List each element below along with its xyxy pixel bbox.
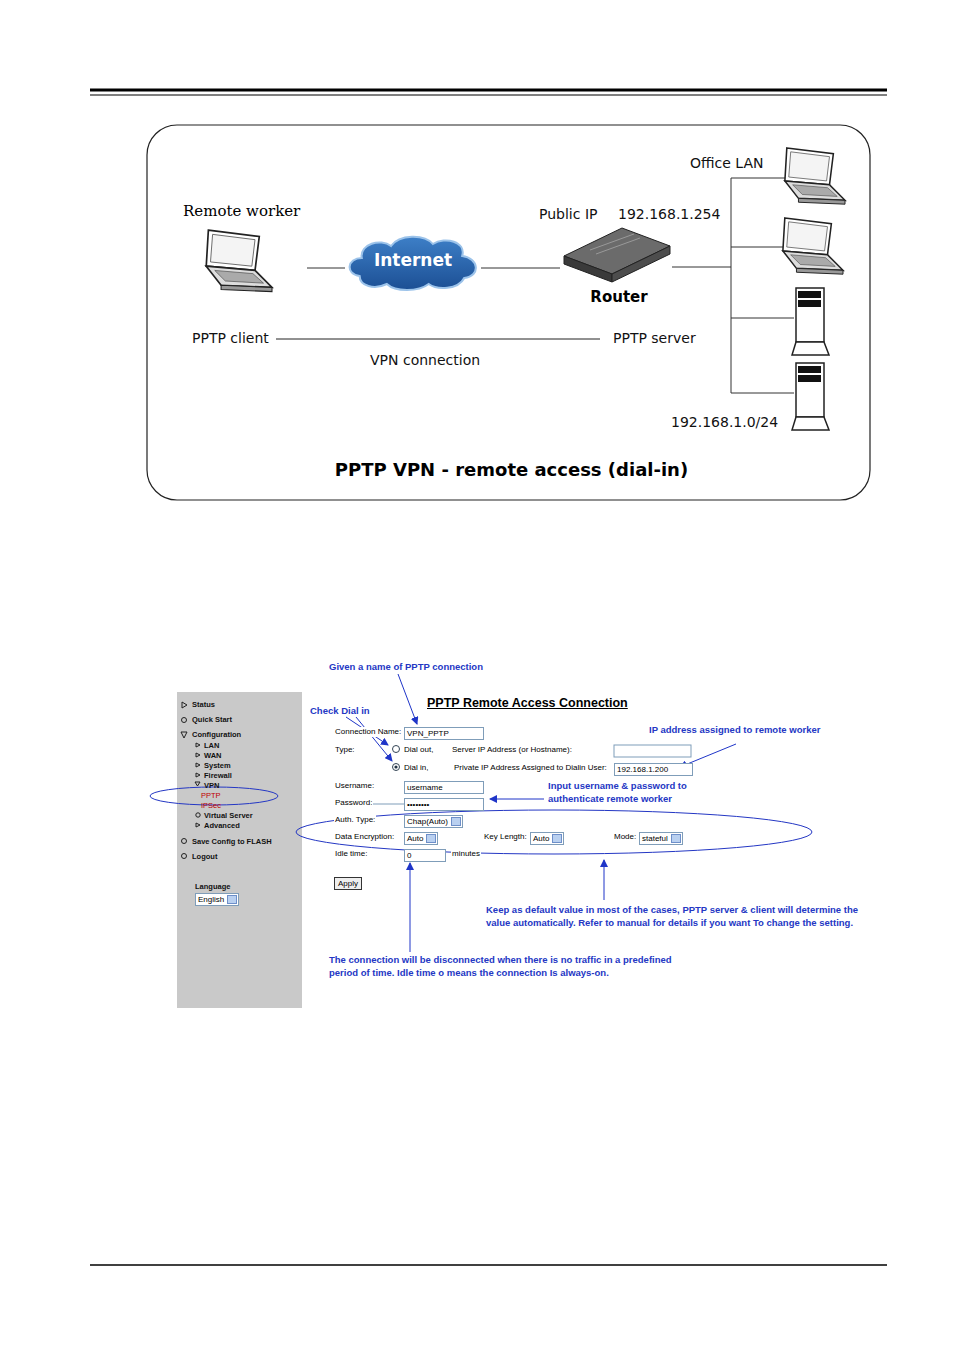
router-device: Router bbox=[560, 224, 678, 310]
annotation: Keep as default value in most of the cas… bbox=[486, 903, 878, 929]
field-label: Key Length: bbox=[483, 832, 528, 842]
annotation: Check Dial in bbox=[310, 704, 370, 717]
form-title: PPTP Remote Access Connection bbox=[427, 696, 628, 711]
text-input: 0 bbox=[404, 849, 446, 862]
node-text: Router bbox=[560, 288, 678, 306]
field-label: Auth. Type: bbox=[334, 815, 376, 825]
menu-item: Language bbox=[195, 882, 230, 891]
menu-item: Virtual Server bbox=[204, 811, 253, 820]
client-label: PPTP client bbox=[192, 330, 269, 347]
menu-item: Logout bbox=[192, 852, 217, 861]
ip-address: 192.168.1.254 bbox=[618, 206, 720, 223]
network-link bbox=[307, 268, 345, 269]
field-label: Private IP Address Assigned to Dialin Us… bbox=[453, 763, 608, 773]
menu-item: Firewall bbox=[204, 771, 232, 780]
network-link bbox=[481, 268, 560, 269]
node-text: Internet bbox=[345, 250, 481, 270]
field-label: Server IP Address (or Hostname): bbox=[451, 745, 573, 755]
subnet-label: 192.168.1.0/24 bbox=[671, 414, 778, 431]
menu-item: Status bbox=[192, 700, 215, 709]
field-label: Dial in, bbox=[403, 763, 429, 773]
menu-item: VPN bbox=[204, 781, 219, 790]
field-label: Dial out, bbox=[403, 745, 434, 755]
menu-item: IPSec bbox=[201, 801, 221, 810]
ip-label: Public IP bbox=[539, 206, 597, 223]
menu-item: Quick Start bbox=[192, 715, 232, 724]
menu-item: Save Config to FLASH bbox=[192, 837, 272, 846]
annotation: Given a name of PPTP connection bbox=[329, 660, 483, 673]
internet-cloud: Internet bbox=[345, 232, 481, 292]
menu-item: WAN bbox=[204, 751, 222, 760]
annotation: The connection will be disconnected when… bbox=[329, 953, 674, 979]
node-text: Remote worker bbox=[183, 202, 300, 220]
field-label: Password: bbox=[334, 798, 373, 808]
password-input: •••••••• bbox=[404, 798, 484, 811]
select: stateful bbox=[639, 832, 683, 845]
text-input: VPN_PPTP bbox=[404, 727, 484, 740]
field-label: Data Encryption: bbox=[334, 832, 395, 842]
select: Chap(Auto) bbox=[404, 815, 463, 828]
field-label: minutes bbox=[451, 849, 481, 859]
server-label: PPTP server bbox=[613, 330, 696, 347]
lan-label: Office LAN bbox=[690, 155, 764, 172]
node-text: PPTP VPN - remote access (dial-in) bbox=[147, 459, 876, 480]
select: Auto bbox=[404, 832, 438, 845]
annotation: Input username & password to authenticat… bbox=[548, 779, 728, 805]
annotation: IP address assigned to remote worker bbox=[649, 723, 820, 736]
apply-button: Apply bbox=[334, 877, 362, 890]
vpn-label: VPN connection bbox=[370, 352, 480, 369]
text-input: username bbox=[404, 781, 484, 794]
field-label: Type: bbox=[334, 745, 356, 755]
remote-worker-laptop: Remote worker bbox=[183, 202, 307, 298]
select: Auto bbox=[530, 832, 564, 845]
menu-item: PPTP bbox=[201, 791, 221, 800]
field-label: Username: bbox=[334, 781, 375, 791]
language-select: English bbox=[195, 893, 239, 906]
menu-item: LAN bbox=[204, 741, 219, 750]
frame-box: PPTP VPN - remote access (dial-in) Remote… bbox=[147, 125, 876, 500]
field-label: Mode: bbox=[613, 832, 637, 842]
text-input: 192.168.1.200 bbox=[614, 763, 693, 776]
field-label: Connection Name: bbox=[334, 727, 402, 737]
menu-item: Configuration bbox=[192, 730, 241, 739]
menu-item: System bbox=[204, 761, 231, 770]
menu-item: Advanced bbox=[204, 821, 240, 830]
field-label: Idle time: bbox=[334, 849, 368, 859]
